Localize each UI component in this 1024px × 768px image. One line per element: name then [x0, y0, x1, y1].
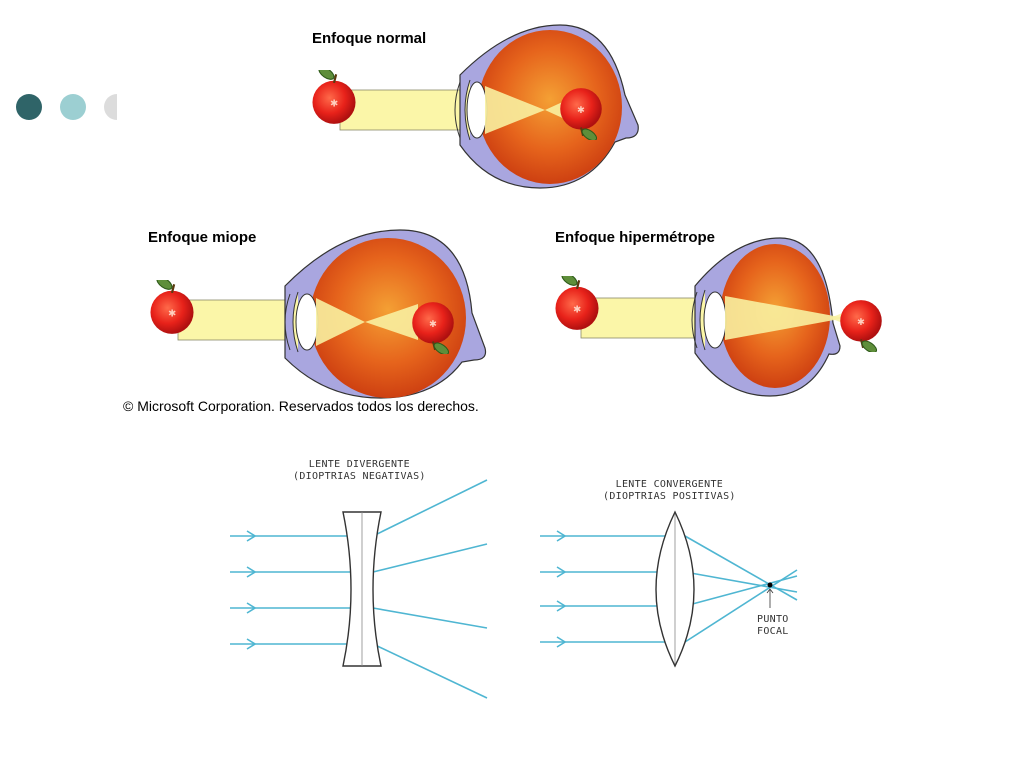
apple-object — [554, 276, 600, 331]
focal-point-caption: PUNTO FOCAL — [757, 614, 789, 638]
apple-image — [839, 299, 883, 352]
slide-dot-light — [60, 94, 86, 120]
focal-point-label-line1: PUNTO — [757, 614, 789, 625]
convergent-lens-caption: LENTE CONVERGENTE (DIOPTRIAS POSITIVAS) — [603, 479, 736, 503]
myopia-eye-diagram — [149, 229, 487, 399]
divergent-lens-caption: LENTE DIVERGENTE (DIOPTRIAS NEGATIVAS) — [293, 459, 426, 483]
focal-point-label-line2: FOCAL — [757, 626, 789, 637]
convergent-lens-diagram — [540, 510, 798, 668]
apple-object — [149, 280, 195, 335]
hyperopia-focus-title: Enfoque hipermétrope — [555, 229, 716, 246]
convergent-lens-title: LENTE CONVERGENTE — [615, 479, 724, 490]
focal-point-marker — [767, 582, 773, 588]
divergent-lens-subtitle: (DIOPTRIAS NEGATIVAS) — [293, 471, 426, 482]
copyright-notice: © Microsoft Corporation. Reservados todo… — [123, 398, 479, 414]
divergent-lens-diagram — [230, 479, 488, 699]
normal-eye-diagram — [311, 24, 639, 189]
divergent-lens-title: LENTE DIVERGENTE — [308, 459, 410, 470]
slide-dot-dark — [16, 94, 42, 120]
hyperopia-eye-diagram — [554, 237, 883, 397]
apple-object — [311, 70, 357, 125]
myopia-focus-title: Enfoque miope — [148, 229, 257, 246]
convergent-lens-subtitle: (DIOPTRIAS POSITIVAS) — [603, 491, 736, 502]
normal-focus-title: Enfoque normal — [312, 30, 427, 47]
slide-dot-gray — [104, 94, 117, 120]
